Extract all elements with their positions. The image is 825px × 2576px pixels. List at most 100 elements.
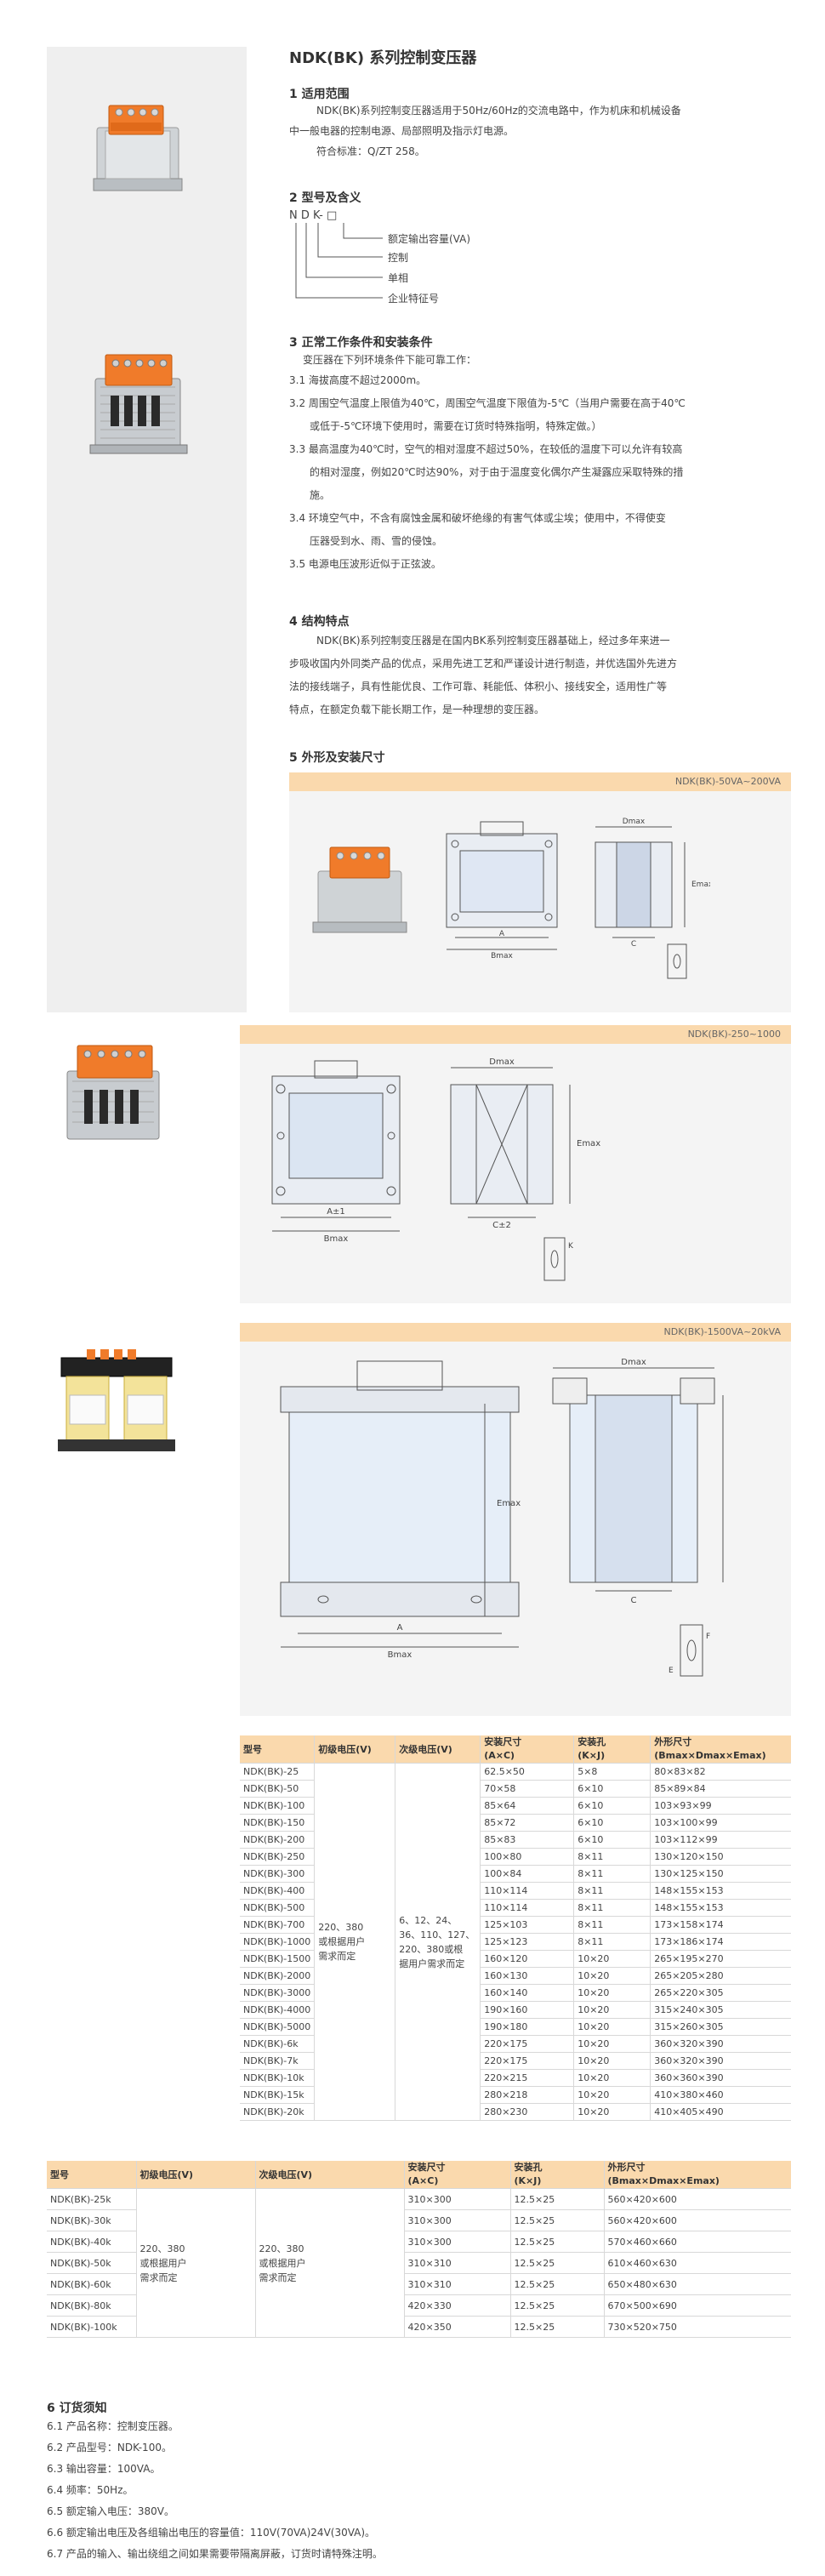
code-item-control: 控制	[388, 252, 409, 264]
s1-line-3: 符合标准：Q/ZT 258。	[316, 145, 425, 157]
t2-h-primary: 初级电压(V)	[135, 2161, 255, 2189]
table-cell: 10×20	[573, 2103, 651, 2121]
secondary-voltage-line: 220、380或根	[399, 1943, 464, 1955]
table-cell: NDK(BK)-1500	[240, 1950, 315, 1968]
drawing-banner-3: NDK(BK)-1500VA~20kVA	[240, 1323, 791, 1342]
section-1-text: NDK(BK)系列控制变压器适用于50Hz/60Hz的交流电路中，作为机床和机械…	[289, 100, 765, 162]
dim-emax-2: Emax	[577, 1139, 600, 1148]
table-cell: 8×11	[573, 1933, 651, 1951]
table-cell: NDK(BK)-6k	[240, 2035, 315, 2053]
table-cell: 130×125×150	[650, 1865, 791, 1883]
table-cell: 10×20	[573, 2001, 651, 2019]
transformer-photo-small	[93, 105, 183, 191]
dim-bmax-2: Bmax	[324, 1234, 349, 1244]
table-cell: 310×300	[403, 2209, 510, 2231]
table-cell: NDK(BK)-250	[240, 1848, 315, 1866]
table-cell: 220×175	[480, 2052, 574, 2070]
s3-item-2b: 或低于-5℃环境下使用时，需要在订货时特殊指明，特殊定做。）	[310, 420, 602, 432]
model-code-items: 额定输出容量(VA) 控制 单相 企业特征号	[388, 231, 470, 311]
table-cell: NDK(BK)-20k	[240, 2103, 315, 2121]
secondary-voltage-line: 220、380	[259, 2243, 304, 2254]
dim-a-3: A	[397, 1623, 403, 1633]
table-cell: 10×20	[573, 1984, 651, 2002]
spec-table-1: 型号 初级电压(V) 次级电压(V) 安装尺寸(A×C) 安装孔(K×J) 外形…	[240, 1735, 791, 2121]
table-cell: 310×310	[403, 2252, 510, 2274]
table-cell: 110×114	[480, 1899, 574, 1917]
primary-voltage-line: 或根据用户	[318, 1936, 366, 1947]
page-title: NDK(BK) 系列控制变压器	[289, 49, 477, 67]
table-cell: NDK(BK)-50k	[47, 2252, 136, 2274]
table-cell: 85×64	[480, 1797, 574, 1815]
t2-h-mount: 安装尺寸(A×C)	[403, 2161, 510, 2189]
table-cell: 265×205×280	[650, 1967, 791, 1985]
order-item-2: 6.2 产品型号：NDK-100。	[47, 2442, 172, 2453]
table-cell: 85×72	[480, 1814, 574, 1832]
table-cell: 420×350	[403, 2316, 510, 2338]
table-cell: NDK(BK)-500	[240, 1899, 315, 1917]
s3-item-4a: 3.4 环境空气中，不含有腐蚀金属和破坏绝缘的有害气体或尘埃；使用中，不得使变	[289, 512, 666, 524]
section-5-heading: 5 外形及安装尺寸	[289, 751, 385, 765]
secondary-voltage-line: 36、110、127、	[399, 1929, 475, 1941]
left-gray-column	[47, 47, 247, 1012]
s3-item-2a: 3.2 周围空气温度上限值为40℃，周围空气温度下限值为-5℃（当用户需要在高于…	[289, 397, 686, 409]
dim-dmax-1: Dmax	[623, 818, 646, 826]
s1-line-2: 中一般电器的控制电源、局部照明及指示灯电源。	[289, 125, 515, 137]
table-cell: 560×420×600	[603, 2188, 791, 2210]
table-cell: NDK(BK)-400	[240, 1882, 315, 1900]
table-cell: 12.5×25	[509, 2316, 604, 2338]
transformer-photo-medium	[89, 354, 188, 454]
table-cell: 100×80	[480, 1848, 574, 1866]
t2-h-hole: 安装孔(K×J)	[509, 2161, 604, 2189]
table-cell: 610×460×630	[603, 2252, 791, 2274]
order-item-6: 6.6 额定输出电压及各组输出电压的容量值：110V(70VA)24V(30VA…	[47, 2527, 376, 2539]
t1-h-primary: 初级电压(V)	[314, 1735, 395, 1764]
section-3-text: 变压器在下列环境条件下能可靠工作： 3.1 海拔高度不超过2000m。 3.2 …	[289, 350, 799, 576]
table-cell: 10×20	[573, 2052, 651, 2070]
table-cell: 173×186×174	[650, 1933, 791, 1951]
table-cell: 8×11	[573, 1882, 651, 1900]
table-cell: 70×58	[480, 1780, 574, 1798]
dim-e-3: E	[669, 1667, 674, 1675]
table-cell: NDK(BK)-7k	[240, 2052, 315, 2070]
table-cell: 160×140	[480, 1984, 574, 2002]
table-cell: 670×500×690	[603, 2294, 791, 2317]
dimension-drawing-2: A±1 Bmax Dmax Emax C±2 K	[271, 1057, 600, 1281]
section-4-heading: 4 结构特点	[289, 615, 350, 629]
table-cell: 103×93×99	[650, 1797, 791, 1815]
s4-line-4: 特点，在额定负载下能长期工作，是一种理想的变压器。	[289, 704, 545, 715]
table-cell: NDK(BK)-1000	[240, 1933, 315, 1951]
table-cell: 8×11	[573, 1848, 651, 1866]
table-cell: 100×84	[480, 1865, 574, 1883]
table-cell: 360×320×390	[650, 2035, 791, 2053]
table-cell: 160×130	[480, 1967, 574, 1985]
code-item-single-phase: 单相	[388, 272, 409, 284]
drawing-banner-2: NDK(BK)-250~1000	[240, 1025, 791, 1044]
section-6-list: 6.1 产品名称：控制变压器。 6.2 产品型号：NDK-100。 6.3 输出…	[47, 2416, 795, 2565]
table-cell: 310×310	[403, 2273, 510, 2295]
table-cell: 173×158×174	[650, 1916, 791, 1934]
table-cell: NDK(BK)-10k	[240, 2069, 315, 2087]
table-cell: 570×460×660	[603, 2231, 791, 2253]
dim-a-1: A	[499, 930, 505, 938]
order-item-7: 6.7 产品的输入、输出绕组之间如果需要带隔离屏蔽，订货时请特殊注明。	[47, 2548, 383, 2560]
t2-h-model: 型号	[47, 2161, 136, 2189]
transformer-photo-panel-1	[312, 846, 407, 933]
table-cell: 130×120×150	[650, 1848, 791, 1866]
table-cell: NDK(BK)-30k	[47, 2209, 136, 2231]
table-cell: 410×405×490	[650, 2103, 791, 2121]
table-cell: NDK(BK)-25k	[47, 2188, 136, 2210]
dim-emax-1: Emax	[691, 881, 710, 889]
table-cell: NDK(BK)-60k	[47, 2273, 136, 2295]
